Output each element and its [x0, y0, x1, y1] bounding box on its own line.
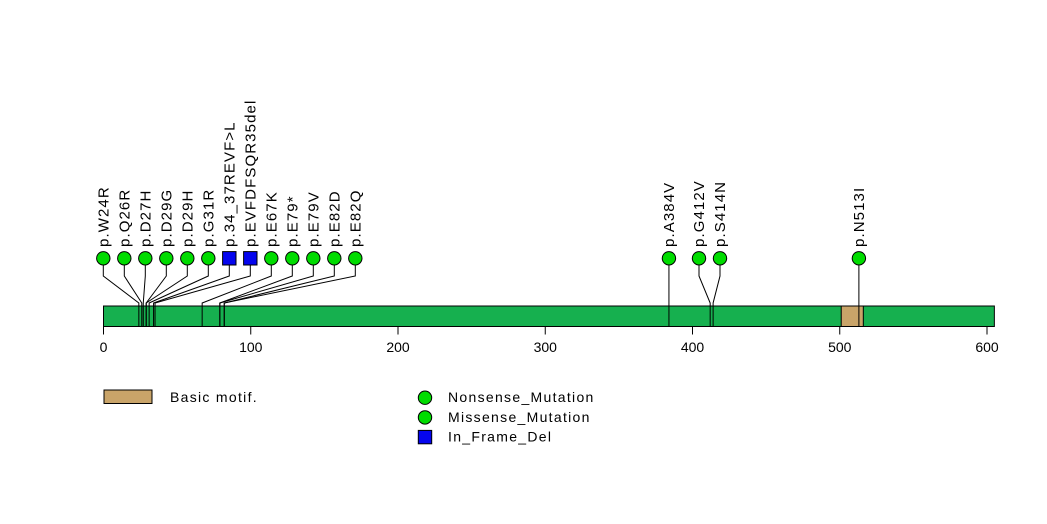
- domain-basic-motif: [840, 305, 864, 327]
- mutation-label: p.D29G: [158, 189, 175, 247]
- legend-mutation-label: Nonsense_Mutation: [448, 389, 595, 405]
- legend-mutation-label: Missense_Mutation: [448, 409, 591, 425]
- mutation-marker-circle: [851, 251, 867, 266]
- mutation-label: p.G412V: [691, 180, 708, 247]
- mutation-label: p.E82D: [326, 190, 343, 247]
- mutation-label: p.Q26R: [116, 189, 133, 247]
- mutation-label: p.D29H: [179, 190, 196, 247]
- mutation-label: p.W24R: [95, 186, 112, 247]
- axis-tick-label: 600: [975, 339, 999, 355]
- axis-tick-label: 400: [681, 339, 705, 355]
- mutation-label: p.E79*: [284, 195, 301, 247]
- mutation-label: p.34_37REVF>L: [221, 121, 238, 247]
- mutation-connector: [153, 265, 230, 327]
- axis-tick-label: 100: [239, 339, 263, 355]
- legend-mutation-label: In_Frame_Del: [448, 429, 552, 445]
- mutation-marker-circle: [327, 251, 342, 266]
- mutation-label: p.S414N: [712, 181, 729, 247]
- mutation-connector: [223, 265, 356, 327]
- mutation-label: p.EVFDFSQR35del: [242, 100, 259, 247]
- mutation-connector: [102, 265, 140, 327]
- mutation-marker-circle: [285, 251, 300, 266]
- mutation-label: p.E79V: [305, 191, 322, 247]
- legend-square-swatch: [417, 429, 433, 445]
- mutation-connector: [154, 265, 251, 327]
- mutation-connector: [142, 265, 146, 327]
- mutation-marker-circle: [661, 251, 677, 266]
- axis-tick-label: 300: [534, 339, 558, 355]
- axis-tick-label: 0: [100, 339, 108, 355]
- mutation-marker-square: [222, 251, 237, 266]
- mutation-label: p.G31R: [200, 189, 217, 247]
- mutation-connector: [123, 265, 143, 327]
- mutation-label: p.E67K: [263, 191, 280, 247]
- mutation-marker-circle: [691, 251, 707, 266]
- mutation-label: p.A384V: [661, 182, 678, 247]
- mutation-connector: [698, 265, 711, 327]
- mutation-marker-circle: [348, 251, 363, 266]
- axis-tick-label: 200: [386, 339, 410, 355]
- protein-bar: [103, 305, 995, 327]
- mutation-connector: [148, 265, 209, 327]
- mutation-label: p.E82Q: [347, 190, 364, 247]
- mutation-marker-circle: [712, 251, 728, 266]
- legend-circle-swatch: [417, 390, 433, 405]
- legend-domain-swatch: [103, 389, 153, 404]
- mutation-marker-circle: [159, 251, 174, 266]
- mutation-marker-circle: [96, 251, 111, 266]
- mutation-marker-circle: [201, 251, 216, 266]
- mutation-label: p.N513I: [851, 187, 868, 247]
- mutation-label: p.D27H: [137, 190, 154, 247]
- mutation-connector: [145, 265, 188, 327]
- legend-domain-label: Basic motif.: [170, 389, 258, 405]
- mutation-marker-circle: [117, 251, 132, 266]
- mutation-connector: [201, 265, 272, 327]
- mutation-marker-square: [243, 251, 258, 266]
- legend-circle-swatch: [417, 410, 433, 425]
- mutation-marker-circle: [180, 251, 195, 266]
- mutation-connector: [219, 265, 314, 327]
- axis-tick-label: 500: [828, 339, 852, 355]
- mutation-marker-circle: [306, 251, 321, 266]
- mutation-marker-circle: [138, 251, 153, 266]
- mutation-connector: [712, 265, 721, 327]
- mutation-marker-circle: [264, 251, 279, 266]
